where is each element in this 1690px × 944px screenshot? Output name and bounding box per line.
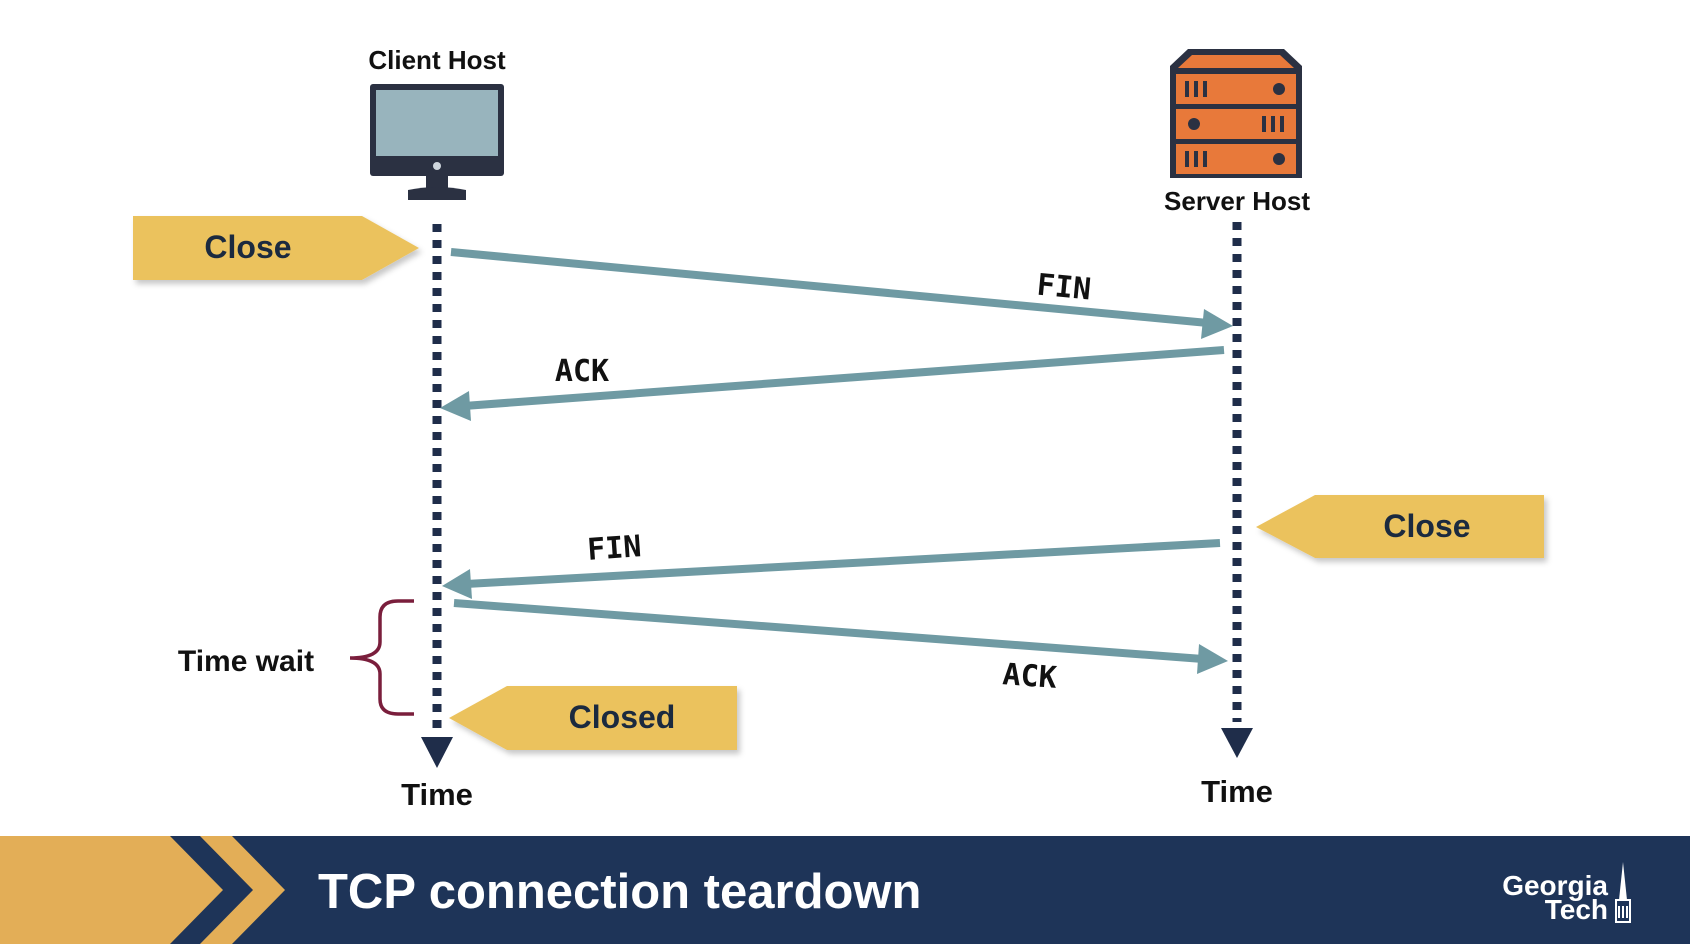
fin-message-1-label: FIN: [1035, 268, 1092, 308]
ack-message-1-label: ACK: [555, 354, 609, 389]
footer-chevron-icon: [200, 836, 285, 944]
client-close-label: Close: [204, 229, 291, 265]
georgia-tech-logo: Georgia Tech: [1502, 862, 1631, 925]
server-icon: [1170, 49, 1302, 178]
server-host-label: Server Host: [1164, 186, 1310, 216]
slide-title: TCP connection teardown: [318, 865, 921, 919]
server-close-label: Close: [1383, 508, 1470, 544]
client-time-label: Time: [401, 777, 473, 812]
logo-line-1: Georgia: [1502, 870, 1608, 901]
time-wait-bracket: [349, 599, 414, 716]
server-time-label: Time: [1201, 774, 1273, 809]
client-close-callout: [133, 216, 419, 280]
fin-message-1: [450, 248, 1233, 339]
footer-gold-block: [0, 836, 223, 944]
client-timeline-arrowhead: [421, 737, 453, 768]
fin-message-2-label: FIN: [586, 529, 642, 568]
client-closed-callout: [449, 686, 737, 750]
client-closed-label: Closed: [569, 699, 676, 735]
server-close-callout: [1256, 495, 1544, 558]
fin-message-2: [442, 539, 1221, 599]
tech-tower-icon: [1615, 862, 1631, 923]
ack-message-2: [453, 599, 1228, 674]
time-wait-label: Time wait: [178, 645, 314, 678]
logo-line-2: Tech: [1545, 894, 1608, 925]
server-timeline-arrowhead: [1221, 728, 1253, 758]
client-host-label: Client Host: [368, 45, 506, 75]
client-computer-icon: [370, 84, 504, 200]
ack-message-2-label: ACK: [1001, 657, 1057, 696]
ack-message-1: [440, 346, 1225, 421]
